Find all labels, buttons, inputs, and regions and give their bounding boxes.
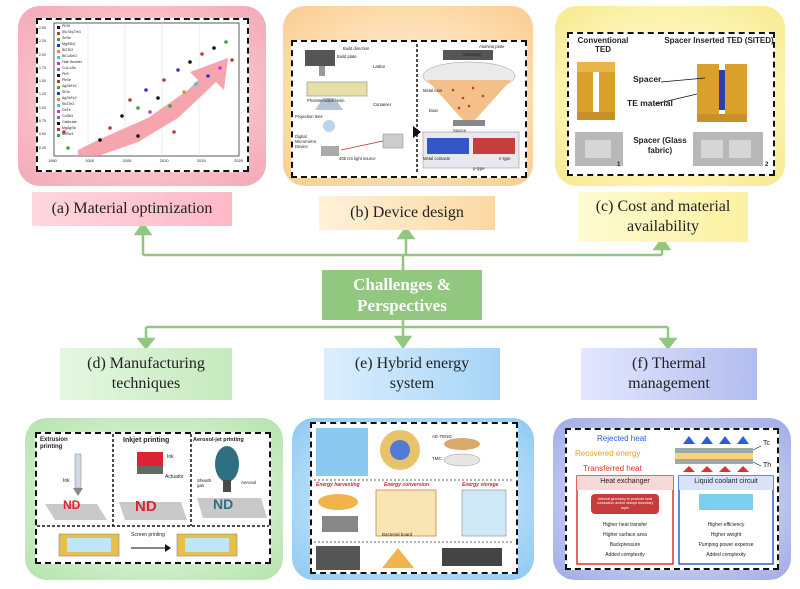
sited-title: Spacer Inserted TED (SITED) xyxy=(664,36,774,45)
label-f-line2: management xyxy=(628,375,710,392)
heat-exchanger-title: Heat exchanger xyxy=(600,478,650,485)
glass-fabric-label: Spacer (Glass fabric) xyxy=(633,136,687,155)
harvest-label: Energy harvesting xyxy=(316,482,360,488)
th-label: Th xyxy=(763,462,772,469)
label-manufacturing: (d) Manufacturing techniques xyxy=(60,348,232,400)
label-f-line1: (f) Thermal xyxy=(632,355,706,372)
bacterial-board-label: Bacterial board xyxy=(382,532,413,537)
image-number-2: 2 xyxy=(765,162,769,168)
printing-illustration xyxy=(37,434,269,557)
sheath-gas-label: Sheath gas xyxy=(197,478,212,488)
thermal-illustration xyxy=(576,436,774,565)
ae-teng-label: AE-TENG xyxy=(432,434,453,439)
hybrid-illustration xyxy=(314,428,514,570)
liquid-coolant-title: Liquid coolant circuit xyxy=(694,478,758,485)
panel-cost-material: Conventional TED Spacer Inserted TED (SI… xyxy=(555,6,785,186)
label-c-line2: availability xyxy=(627,218,699,235)
device-frame: Build direction Build plate Lattice Phot… xyxy=(291,40,527,178)
spacer-label: Spacer xyxy=(633,74,662,84)
label-d-line2: techniques xyxy=(111,375,181,392)
trend-arrow xyxy=(78,58,228,156)
extrusion-title: Extrusion printing xyxy=(40,437,68,450)
label-c-line1: (c) Cost and material xyxy=(595,198,731,215)
center-line2: Perspectives xyxy=(357,296,447,315)
device-illustration xyxy=(305,44,520,174)
center-line1: Challenges & xyxy=(353,275,451,294)
panel-device-design: Build direction Build plate Lattice Phot… xyxy=(283,6,533,186)
label-device-design: (b) Device design xyxy=(319,196,495,230)
hybrid-frame: Energy harvesting Energy conversion Ener… xyxy=(310,422,518,574)
ted-frame: Conventional TED Spacer Inserted TED (SI… xyxy=(567,32,775,176)
label-cost-material: (c) Cost and material availability xyxy=(578,192,748,242)
label-thermal: (f) Thermal management xyxy=(581,348,757,400)
printing-frame: Extrusion printing Inkjet printing Aeros… xyxy=(35,432,271,564)
tc-label: Tc xyxy=(763,440,770,447)
rejected-heat-label: Rejected heat xyxy=(597,434,647,443)
recovered-energy-label: Recovered energy xyxy=(575,449,641,458)
storage-label: Energy storage xyxy=(462,482,499,488)
nd-mark-aerosol: ND xyxy=(213,496,234,512)
zt-chart xyxy=(53,22,240,157)
conventional-ted-title: Conventional TED xyxy=(577,36,629,54)
legend-swatches xyxy=(57,26,60,137)
screen-printing-label: Screen printing xyxy=(131,532,165,538)
aerosol-title: Aerosol-jet printing xyxy=(193,437,244,443)
actuator-label: Actuator xyxy=(165,474,184,480)
panel-hybrid-energy: Energy harvesting Energy conversion Ener… xyxy=(292,418,534,580)
label-material-optimization: (a) Material optimization xyxy=(32,192,232,226)
label-e-line2: system xyxy=(389,375,435,392)
nd-mark-inkjet: ND xyxy=(135,498,157,515)
te-material-label: TE material xyxy=(627,98,673,108)
ink-label-1: Ink xyxy=(63,478,70,484)
label-e-line1: (e) Hybrid energy xyxy=(354,355,470,372)
conversion-label: Energy conversion xyxy=(384,482,430,488)
ink-label-2: Ink xyxy=(167,454,174,460)
panel-manufacturing: Extrusion printing Inkjet printing Aeros… xyxy=(25,418,283,580)
ted-illustration xyxy=(575,62,763,166)
transferred-heat-label: Transferred heat xyxy=(583,464,642,473)
label-hybrid-energy: (e) Hybrid energy system xyxy=(324,348,500,400)
inkjet-title: Inkjet printing xyxy=(123,437,170,444)
panel-thermal: Rejected heat Recovered energy Transferr… xyxy=(553,418,791,580)
label-d-line1: (d) Manufacturing xyxy=(87,355,205,372)
aerosol-label: Aerosol xyxy=(241,480,257,485)
tmc-label: TMC xyxy=(432,456,442,461)
heat-exchanger-note: Internal geometry to promote heat conduc… xyxy=(596,497,654,510)
challenges-perspectives-box: Challenges & Perspectives xyxy=(322,270,482,320)
device-labels: Build direction Build plate Lattice Phot… xyxy=(295,44,511,171)
nd-mark-extrusion: ND xyxy=(63,498,81,512)
image-number-1: 1 xyxy=(617,162,621,168)
thermal-frame: Rejected heat Recovered energy Transferr… xyxy=(565,428,779,570)
data-points xyxy=(62,40,234,150)
